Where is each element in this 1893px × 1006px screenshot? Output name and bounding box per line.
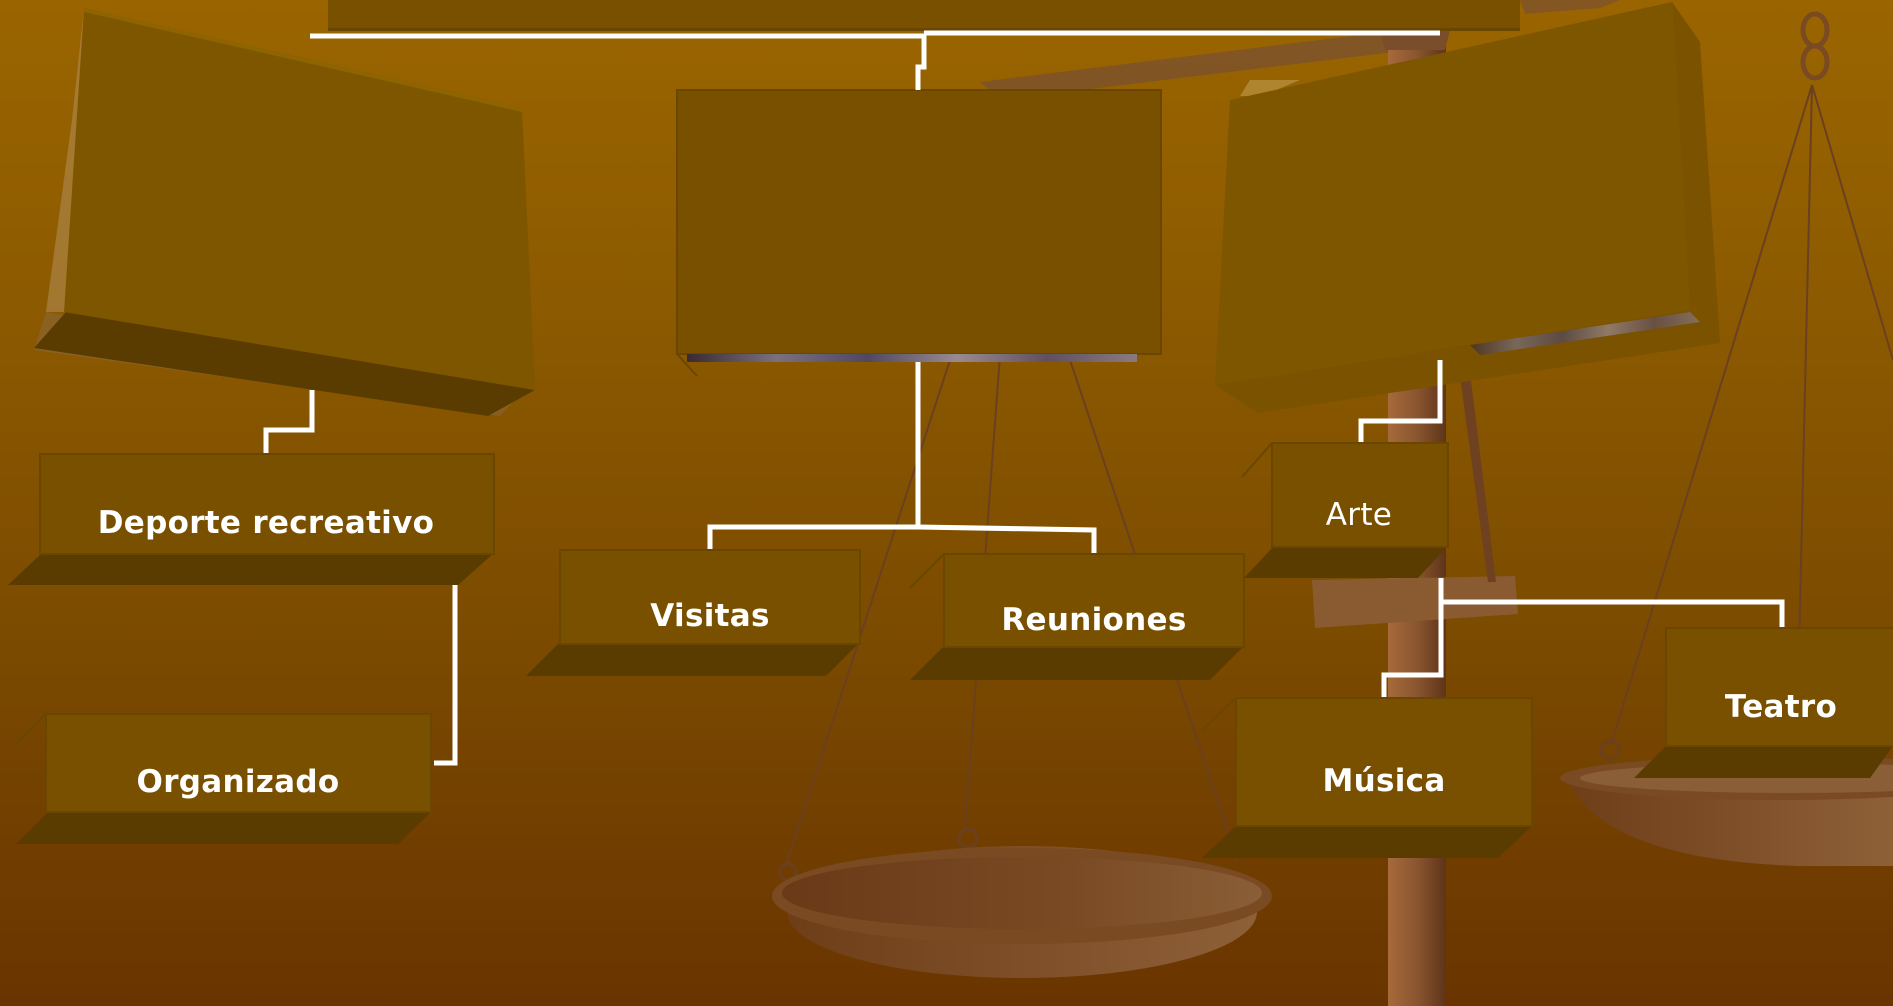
scale-hook [1601,741,1619,759]
scale-beam-right [1520,0,1620,14]
node-reuniones-label: Reuniones [1001,602,1186,638]
tilted-box-left [34,8,535,416]
scale-hook [959,829,977,847]
node-musica-label: Música [1322,763,1445,799]
connector-deporte-organizado [434,585,455,763]
node-teatro-label: Teatro [1725,689,1837,725]
scale-chain-link [1803,14,1827,46]
connector-center-reuniones [918,527,1094,554]
center-box [677,90,1161,376]
connector-left-box-deporte [266,390,312,454]
scale-pan-left-inner [782,857,1262,929]
node-deporte-recreativo-label: Deporte recreativo [98,505,434,541]
node-arte-label: Arte [1326,497,1392,533]
top-bar-box [328,0,1520,31]
connector-center-visitas [710,362,918,550]
node-visitas-label: Visitas [650,598,769,634]
scale-string [1812,85,1893,360]
node-organizado-label: Organizado [137,764,340,800]
scale-chain-link [1803,46,1827,78]
